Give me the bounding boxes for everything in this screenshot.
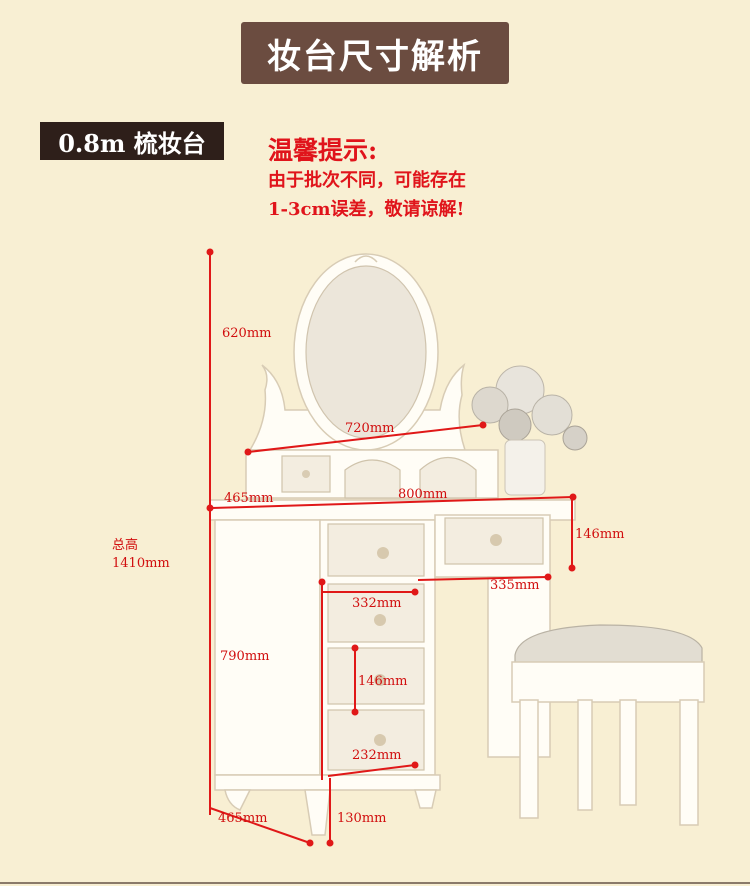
- notice-line-1: 由于批次不同，可能存在: [268, 170, 466, 191]
- model-label: 0.8m 梳妆台: [58, 128, 206, 158]
- desk-illustration: [209, 499, 576, 836]
- drawer-width-lower-label: 232mm: [352, 748, 401, 763]
- total-height-caption: 总高: [112, 537, 138, 553]
- notice-title: 温馨提示:: [268, 136, 378, 165]
- page-title-banner: 妆台尺寸解析: [241, 22, 509, 84]
- page-title: 妆台尺寸解析: [267, 36, 483, 77]
- mirror-illustration: [245, 253, 499, 499]
- bottom-divider: [0, 882, 750, 884]
- model-tag: 0.8m 梳妆台: [40, 122, 224, 160]
- drawer-height-label: 146mm: [358, 674, 407, 689]
- dimension-lines: [206, 248, 577, 847]
- mirror-width-label: 720mm: [345, 421, 394, 436]
- flower-vase-illustration: [471, 365, 588, 496]
- top-depth-label: 465mm: [224, 491, 273, 506]
- top-width-label: 800mm: [398, 487, 447, 502]
- notice-line-2: 1-3cm误差，敬请谅解!: [268, 199, 465, 220]
- drawer-width-upper-label: 332mm: [352, 596, 401, 611]
- total-height-value: 1410mm: [112, 556, 170, 571]
- stool-illustration: [511, 624, 705, 826]
- side-drawer-height-label: 146mm: [575, 527, 624, 542]
- leg-height-label: 130mm: [337, 811, 386, 826]
- base-depth-label: 465mm: [218, 811, 267, 826]
- mirror-height-label: 620mm: [222, 326, 271, 341]
- top-drawer-width-label: 335mm: [490, 578, 539, 593]
- body-height-label: 790mm: [220, 649, 269, 664]
